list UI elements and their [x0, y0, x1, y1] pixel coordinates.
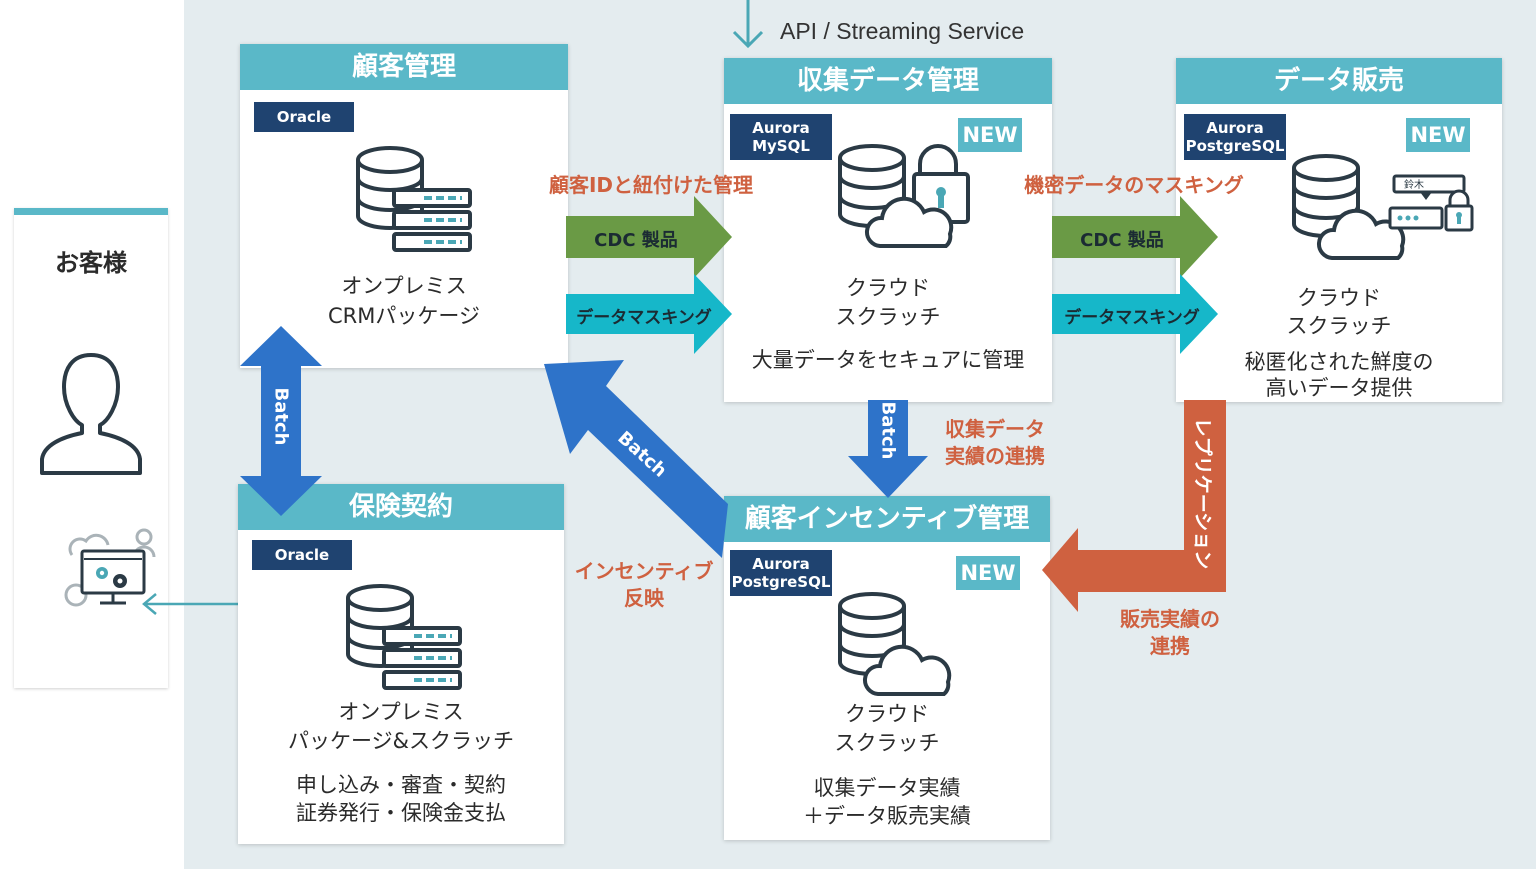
- database-server-icon: [346, 584, 462, 690]
- insurance-line-1: オンプレミス: [338, 700, 464, 724]
- collection-line-1: クラウド: [846, 276, 930, 300]
- data-sales-line-1: クラウド: [1297, 286, 1381, 310]
- note-line: インセンティブ: [574, 559, 714, 583]
- cloud-database-masked-id-icon: 鈴木: [1292, 154, 1474, 260]
- new-badge: NEW: [958, 118, 1022, 152]
- replication-label: レプリケーション: [1191, 417, 1214, 570]
- incentive-desc-1: 収集データ実績: [813, 776, 961, 800]
- person-icon: [40, 353, 142, 475]
- note-incentive-reflect: インセンティブ 反映: [566, 558, 722, 612]
- note-line: 販売実績の: [1120, 607, 1220, 631]
- note-masking-secret: 機密データのマスキング: [1024, 173, 1244, 197]
- data-sales-desc-1: 秘匿化された鮮度の: [1244, 350, 1434, 374]
- masking-arrow-2: [1052, 274, 1218, 354]
- db-name: Aurora: [752, 119, 810, 137]
- note-line: 実績の連携: [945, 444, 1045, 468]
- note-line: 反映: [624, 586, 664, 610]
- cloud-database-icon: [838, 592, 952, 696]
- note-line: 連携: [1150, 634, 1190, 658]
- db-engine: MySQL: [752, 137, 810, 155]
- new-badge: NEW: [956, 556, 1020, 590]
- cdc-arrow-2: [1052, 196, 1218, 278]
- incentive-box-title: 顧客インセンティブ管理: [724, 496, 1050, 542]
- note-sales-results: 販売実績の 連携: [1100, 606, 1240, 660]
- cdc-label-2: CDC 製品: [1080, 230, 1164, 251]
- customer-panel: お客様: [14, 208, 168, 688]
- collection-desc-1: 大量データをセキュアに管理: [751, 348, 1025, 372]
- database-server-icon: [356, 146, 472, 252]
- db-engine: PostgreSQL: [1185, 137, 1285, 155]
- data-sales-box-title: データ販売: [1176, 58, 1502, 104]
- system-settings-icon: [64, 528, 156, 607]
- collection-line-2: スクラッチ: [835, 305, 941, 329]
- masking-label-2: データマスキング: [1064, 308, 1200, 328]
- cloud-database-lock-icon: [838, 144, 970, 248]
- customer-title: お客様: [55, 249, 127, 277]
- note-line: 収集データ: [945, 417, 1045, 441]
- batch-diagonal-arrow: [544, 360, 728, 558]
- masking-arrow-1: [566, 274, 732, 354]
- masking-label-1: データマスキング: [576, 308, 712, 328]
- insurance-desc-2: 証券発行・保険金支払: [296, 801, 506, 825]
- db-name: Aurora: [1206, 119, 1264, 137]
- batch-down-arrow: [848, 400, 928, 498]
- note-link-id: 顧客IDと紐付けた管理: [548, 173, 754, 197]
- masked-name-text: 鈴木: [1404, 178, 1424, 191]
- insurance-box: 保険契約 Oracle オンプレミス パッケージ&スクラッチ 申し込み・審査・契…: [238, 484, 564, 844]
- crm-db-badge: Oracle: [254, 102, 354, 132]
- note-collected-results: 収集データ 実績の連携: [930, 416, 1060, 470]
- crm-box-title: 顧客管理: [240, 44, 568, 90]
- crm-box: 顧客管理 Oracle オンプレミス CRMパッケージ: [240, 44, 568, 368]
- incentive-line-2: スクラッチ: [834, 731, 940, 755]
- data-sales-desc-2: 高いデータ提供: [1265, 376, 1413, 400]
- insurance-desc-1: 申し込み・審査・契約: [296, 773, 506, 797]
- data-sales-line-2: スクラッチ: [1286, 314, 1392, 338]
- replication-arrow: [1042, 400, 1226, 612]
- batch-label-vertical: Batch: [270, 387, 292, 446]
- cdc-label-1: CDC 製品: [594, 230, 678, 251]
- insurance-db-badge: Oracle: [252, 540, 352, 570]
- crm-line-2: CRMパッケージ: [328, 304, 480, 328]
- cdc-arrow-1: [566, 196, 732, 278]
- db-engine: PostgreSQL: [731, 573, 831, 591]
- batch-double-arrow: [240, 326, 322, 516]
- incentive-desc-2: ＋データ販売実績: [803, 804, 971, 828]
- api-inflow-arrow: [732, 0, 764, 49]
- api-streaming-label: API / Streaming Service: [780, 18, 1025, 44]
- batch-label-down: Batch: [877, 401, 899, 460]
- new-badge: NEW: [1406, 118, 1470, 152]
- collection-box-title: 収集データ管理: [724, 58, 1052, 104]
- incentive-line-1: クラウド: [845, 702, 929, 726]
- insurance-line-2: パッケージ&スクラッチ: [288, 729, 514, 753]
- db-name: Aurora: [752, 555, 810, 573]
- crm-line-1: オンプレミス: [341, 274, 467, 298]
